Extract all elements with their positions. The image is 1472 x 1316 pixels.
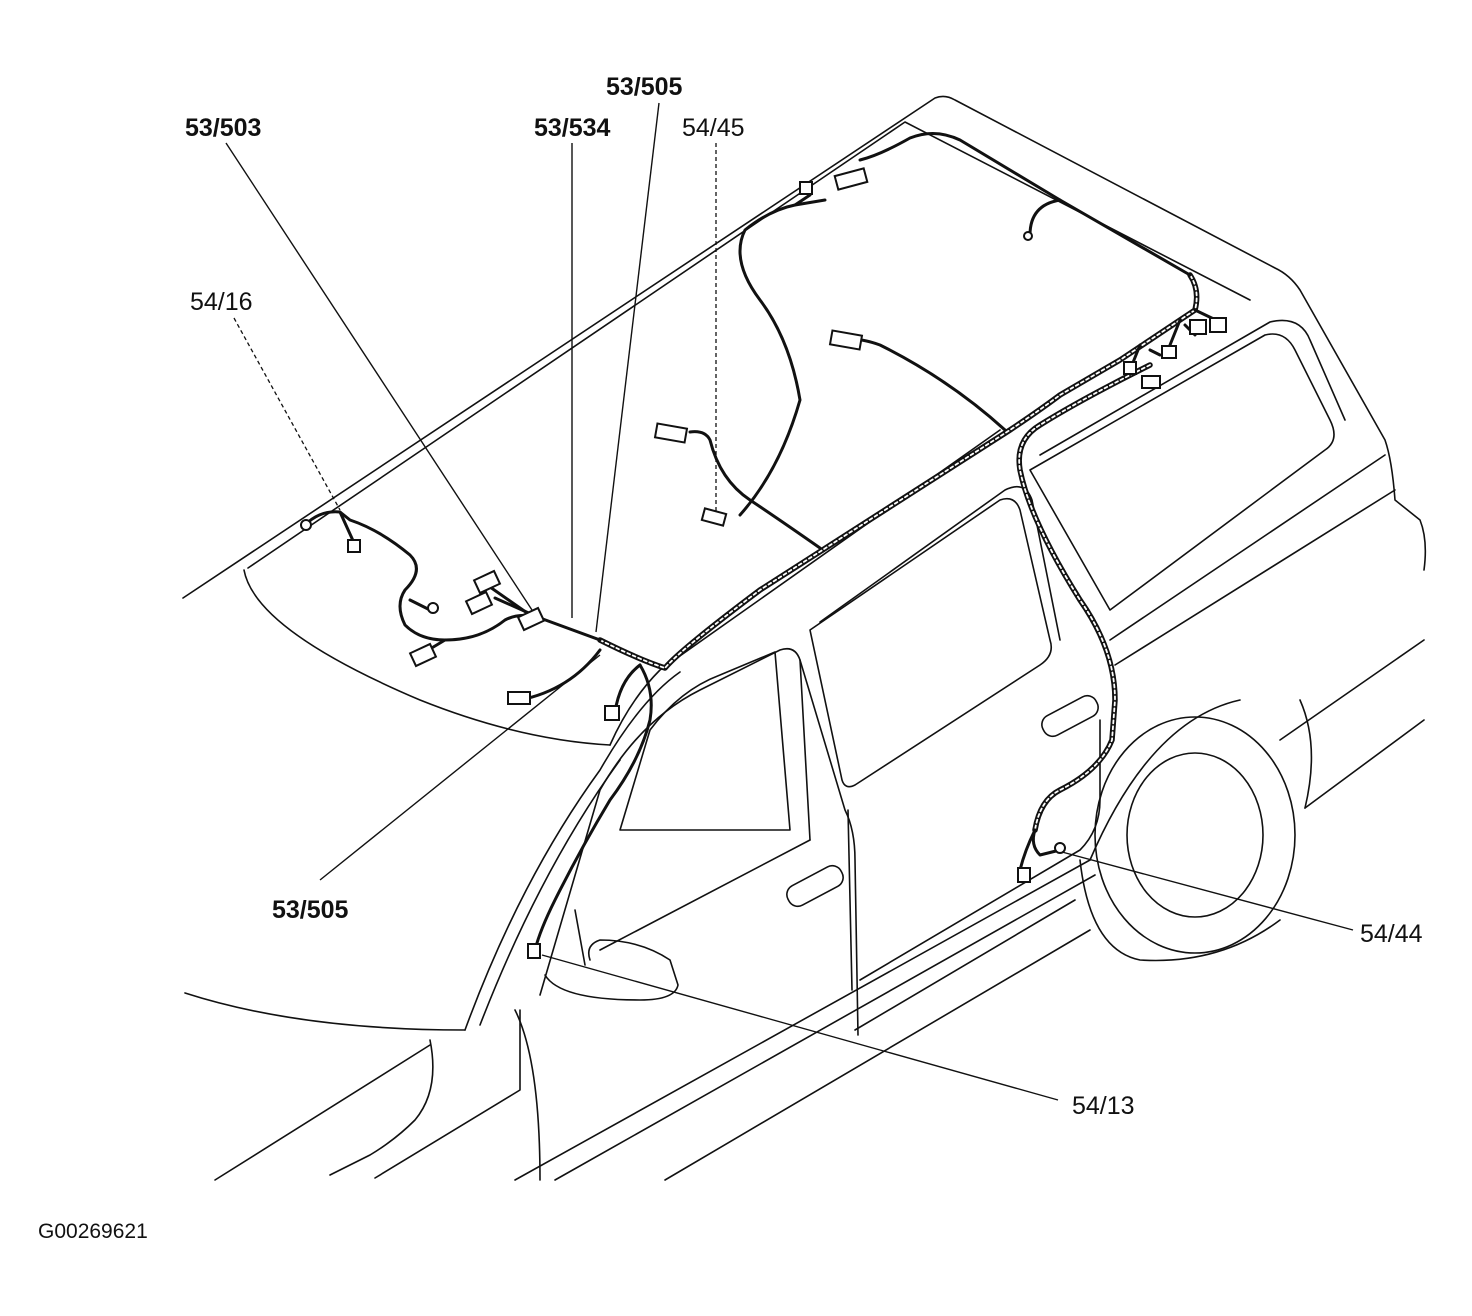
callout-53-503: 53/503 [185, 114, 261, 142]
callout-53-505-bottom: 53/505 [272, 896, 349, 924]
callout-54-13: 54/13 [1072, 1092, 1135, 1120]
callout-labels: 53/503 53/534 53/505 54/45 54/16 53/505 … [185, 73, 1423, 1120]
callout-54-16: 54/16 [190, 288, 253, 316]
wiring-harness [303, 132, 1222, 952]
leader-lines [225, 102, 1354, 1101]
main-roof-harness [597, 272, 1200, 671]
car-body-outline [182, 95, 1427, 1181]
callout-53-534: 53/534 [534, 114, 611, 142]
connectors [300, 167, 1227, 959]
leader-53-505-top [595, 102, 660, 633]
leader-53-505-bottom [319, 654, 601, 881]
figure-id: G00269621 [38, 1220, 148, 1243]
leader-54-44 [1061, 851, 1354, 931]
callout-53-505-top: 53/505 [606, 73, 683, 101]
leader-54-13 [541, 954, 1059, 1101]
callout-54-45: 54/45 [682, 114, 745, 142]
callout-54-44: 54/44 [1360, 920, 1423, 948]
leader-54-16 [233, 317, 341, 511]
leader-53-503 [225, 142, 533, 611]
